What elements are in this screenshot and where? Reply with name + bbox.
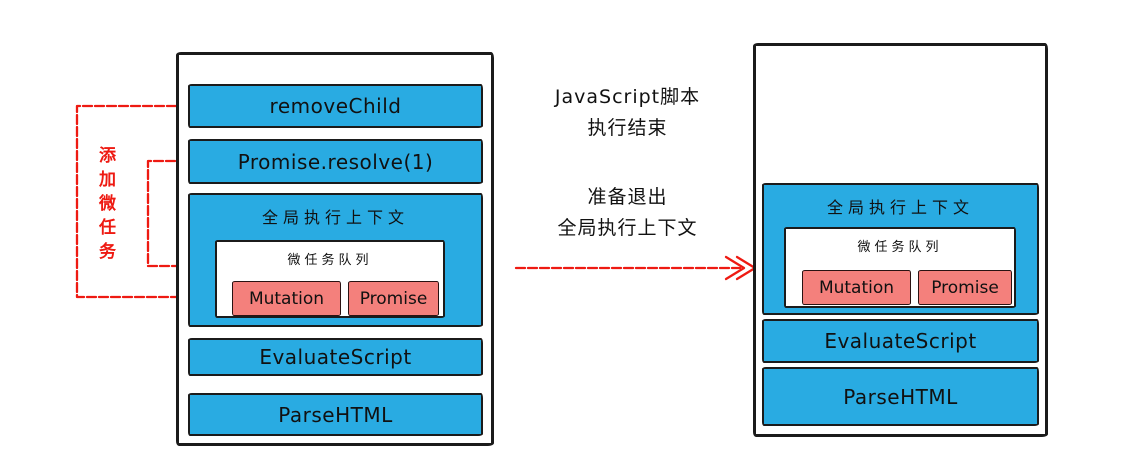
transition-caption-bottom: 准备退出 全局执行上下文 bbox=[520, 182, 735, 244]
frame-remove-child-label: removeChild bbox=[269, 94, 402, 118]
right-task-promise-label: Promise bbox=[931, 277, 999, 298]
add-microtask-annotation: 添加微任务 bbox=[95, 146, 115, 266]
frame-promise-resolve: Promise.resolve(1) bbox=[188, 139, 483, 184]
frame-evaluate-script-left: EvaluateScript bbox=[188, 338, 483, 376]
frame-evaluate-script-right-label: EvaluateScript bbox=[824, 329, 977, 353]
transition-line1: JavaScript脚本 bbox=[554, 86, 701, 108]
frame-parse-html-right: ParseHTML bbox=[762, 367, 1039, 426]
left-global-context-frame: 全局执行上下文 微任务队列 Mutation Promise bbox=[188, 193, 483, 327]
frame-promise-resolve-label: Promise.resolve(1) bbox=[237, 149, 434, 174]
right-global-context-label: 全局执行上下文 bbox=[826, 198, 974, 217]
right-microtask-queue: 微任务队列 Mutation Promise bbox=[784, 227, 1016, 308]
left-task-mutation-label: Mutation bbox=[248, 288, 325, 309]
transition-caption-top: JavaScript脚本 执行结束 bbox=[520, 82, 735, 144]
frame-parse-html-right-label: ParseHTML bbox=[843, 384, 958, 409]
frame-parse-html-left: ParseHTML bbox=[188, 393, 483, 436]
frame-parse-html-left-label: ParseHTML bbox=[278, 402, 393, 427]
right-task-mutation-label: Mutation bbox=[818, 277, 895, 298]
left-task-promise: Promise bbox=[348, 281, 439, 316]
frame-evaluate-script-right: EvaluateScript bbox=[762, 319, 1039, 363]
right-task-mutation: Mutation bbox=[802, 270, 911, 305]
right-global-context-frame: 全局执行上下文 微任务队列 Mutation Promise bbox=[762, 183, 1039, 315]
transition-line3: 准备退出 bbox=[587, 186, 668, 208]
frame-evaluate-script-left-label: EvaluateScript bbox=[259, 345, 412, 369]
right-task-promise: Promise bbox=[918, 270, 1012, 305]
left-task-mutation: Mutation bbox=[232, 281, 341, 316]
left-microtask-queue-label: 微任务队列 bbox=[287, 253, 373, 268]
transition-line4: 全局执行上下文 bbox=[557, 217, 698, 239]
frame-remove-child: removeChild bbox=[188, 84, 483, 128]
transition-arrowhead-icon bbox=[724, 255, 757, 281]
right-microtask-queue-label: 微任务队列 bbox=[857, 240, 943, 255]
left-microtask-queue: 微任务队列 Mutation Promise bbox=[215, 240, 445, 318]
transition-line2: 执行结束 bbox=[587, 117, 668, 139]
left-task-promise-label: Promise bbox=[359, 288, 428, 309]
left-global-context-label: 全局执行上下文 bbox=[261, 208, 409, 227]
